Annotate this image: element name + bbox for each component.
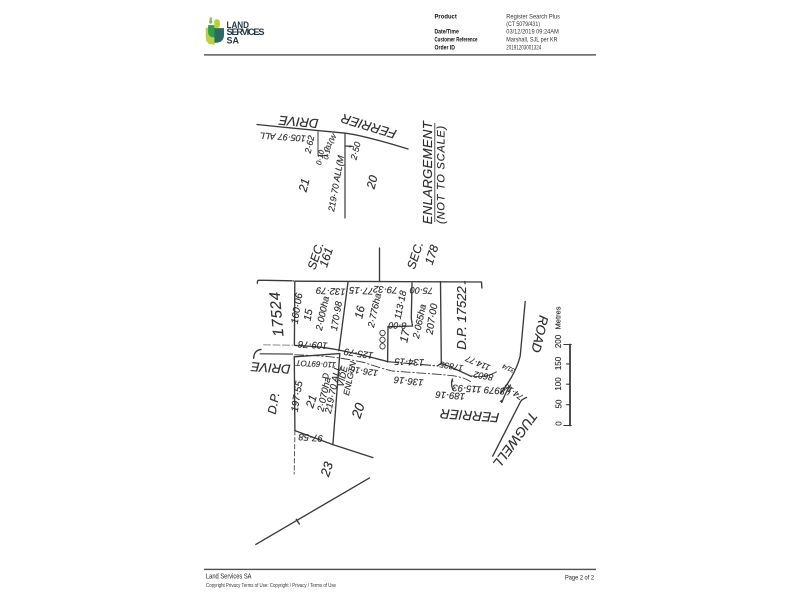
svg-text:Land Services SA: Land Services SA (206, 574, 252, 581)
svg-text:2·62: 2·62 (303, 135, 317, 156)
svg-text:74·16: 74·16 (501, 381, 525, 402)
svg-text:SERVICES: SERVICES (227, 27, 265, 37)
svg-text:31/4: 31/4 (501, 362, 516, 374)
svg-text:Date/Time: Date/Time (435, 29, 460, 36)
svg-text:17: 17 (398, 328, 413, 344)
svg-text:97·58: 97·58 (298, 431, 324, 444)
svg-text:2·50: 2·50 (348, 141, 362, 162)
svg-text:Register Search Plus: Register Search Plus (506, 14, 560, 21)
svg-text:23: 23 (317, 459, 336, 479)
svg-text:Customer Reference: Customer Reference (435, 37, 478, 44)
svg-text:03/12/2019 09:24AM: 03/12/2019 09:24AM (506, 29, 559, 36)
svg-text:(NOT TO SCALE): (NOT TO SCALE) (436, 125, 448, 224)
svg-text:150: 150 (554, 356, 563, 370)
svg-text:134·15: 134·15 (394, 355, 425, 367)
svg-text:15: 15 (302, 308, 316, 322)
svg-text:125·79: 125·79 (343, 345, 375, 360)
svg-text:Metres: Metres (554, 306, 563, 329)
svg-text:SEC.: SEC. (404, 240, 426, 271)
svg-text:16: 16 (353, 304, 368, 320)
svg-text:160·06: 160·06 (290, 292, 306, 325)
svg-text:110·69TOT: 110·69TOT (294, 358, 336, 369)
svg-text:50: 50 (555, 399, 564, 408)
svg-text:17524: 17524 (267, 290, 288, 337)
svg-text:8602: 8602 (473, 369, 494, 382)
svg-text:0: 0 (555, 421, 564, 426)
svg-text:Order ID: Order ID (435, 45, 456, 52)
svg-text:0·10: 0·10 (314, 148, 326, 165)
svg-text:D.P. 17522: D.P. 17522 (454, 286, 469, 350)
svg-text:LAND: LAND (227, 20, 250, 30)
svg-text:178: 178 (422, 243, 442, 267)
svg-text:20: 20 (363, 174, 380, 192)
svg-text:D.P.: D.P. (265, 391, 283, 415)
svg-text:( 8979 115·93: ( 8979 115·93 (452, 381, 512, 396)
svg-text:ROAD: ROAD (528, 314, 551, 354)
svg-text:21: 21 (295, 177, 312, 194)
svg-text:8·00: 8·00 (388, 320, 406, 330)
svg-text:DRIVE: DRIVE (278, 113, 319, 131)
svg-text:SA: SA (227, 36, 240, 46)
svg-text:(CT 5079/431): (CT 5079/431) (506, 21, 540, 28)
svg-text:2·776ha: 2·776ha (366, 292, 384, 329)
svg-text:Copyright Privacy Terms of Use: Copyright Privacy Terms of Use: Copyrigh… (206, 583, 336, 589)
svg-text:ENLARGEMENT: ENLARGEMENT (420, 120, 435, 224)
svg-text:105·97 ALL: 105·97 ALL (259, 130, 306, 143)
svg-text:Marshall, SJL per KR: Marshall, SJL per KR (506, 37, 557, 44)
svg-text:Product: Product (435, 14, 458, 21)
svg-text:136·16: 136·16 (393, 373, 424, 387)
svg-text:100: 100 (554, 377, 563, 391)
svg-text:DRIVE: DRIVE (250, 359, 291, 377)
svg-text:ENLGTN: ENLGTN (341, 360, 358, 397)
svg-text:20191203001324: 20191203001324 (506, 45, 541, 52)
svg-text:200: 200 (554, 334, 563, 348)
svg-text:79·32: 79·32 (372, 283, 398, 295)
svg-text:VIDE: VIDE (335, 364, 349, 388)
svg-text:20: 20 (348, 401, 367, 421)
svg-text:21: 21 (304, 394, 320, 411)
svg-text:132·79: 132·79 (315, 284, 346, 297)
svg-text:161: 161 (316, 246, 336, 269)
svg-text:189·16: 189·16 (434, 388, 465, 401)
svg-text:FERRIER: FERRIER (439, 406, 499, 425)
svg-text:170·98: 170·98 (329, 300, 345, 332)
svg-text:109·76: 109·76 (297, 338, 328, 351)
svg-text:197·55: 197·55 (290, 380, 306, 413)
svg-text:17835: 17835 (439, 359, 464, 373)
svg-text:126·16: 126·16 (350, 364, 379, 378)
svg-text:FERRIER: FERRIER (339, 111, 398, 142)
svg-text:75·00: 75·00 (410, 285, 433, 296)
svg-text:219·70 ALL(M: 219·70 ALL(M (326, 154, 346, 213)
svg-text:Page 2 of 2: Page 2 of 2 (565, 574, 594, 581)
svg-text:0·10: 0·10 (323, 145, 333, 160)
svg-text:207·00: 207·00 (425, 302, 441, 336)
svg-text:77·15: 77·15 (348, 284, 374, 296)
svg-text:D: D (322, 373, 331, 379)
